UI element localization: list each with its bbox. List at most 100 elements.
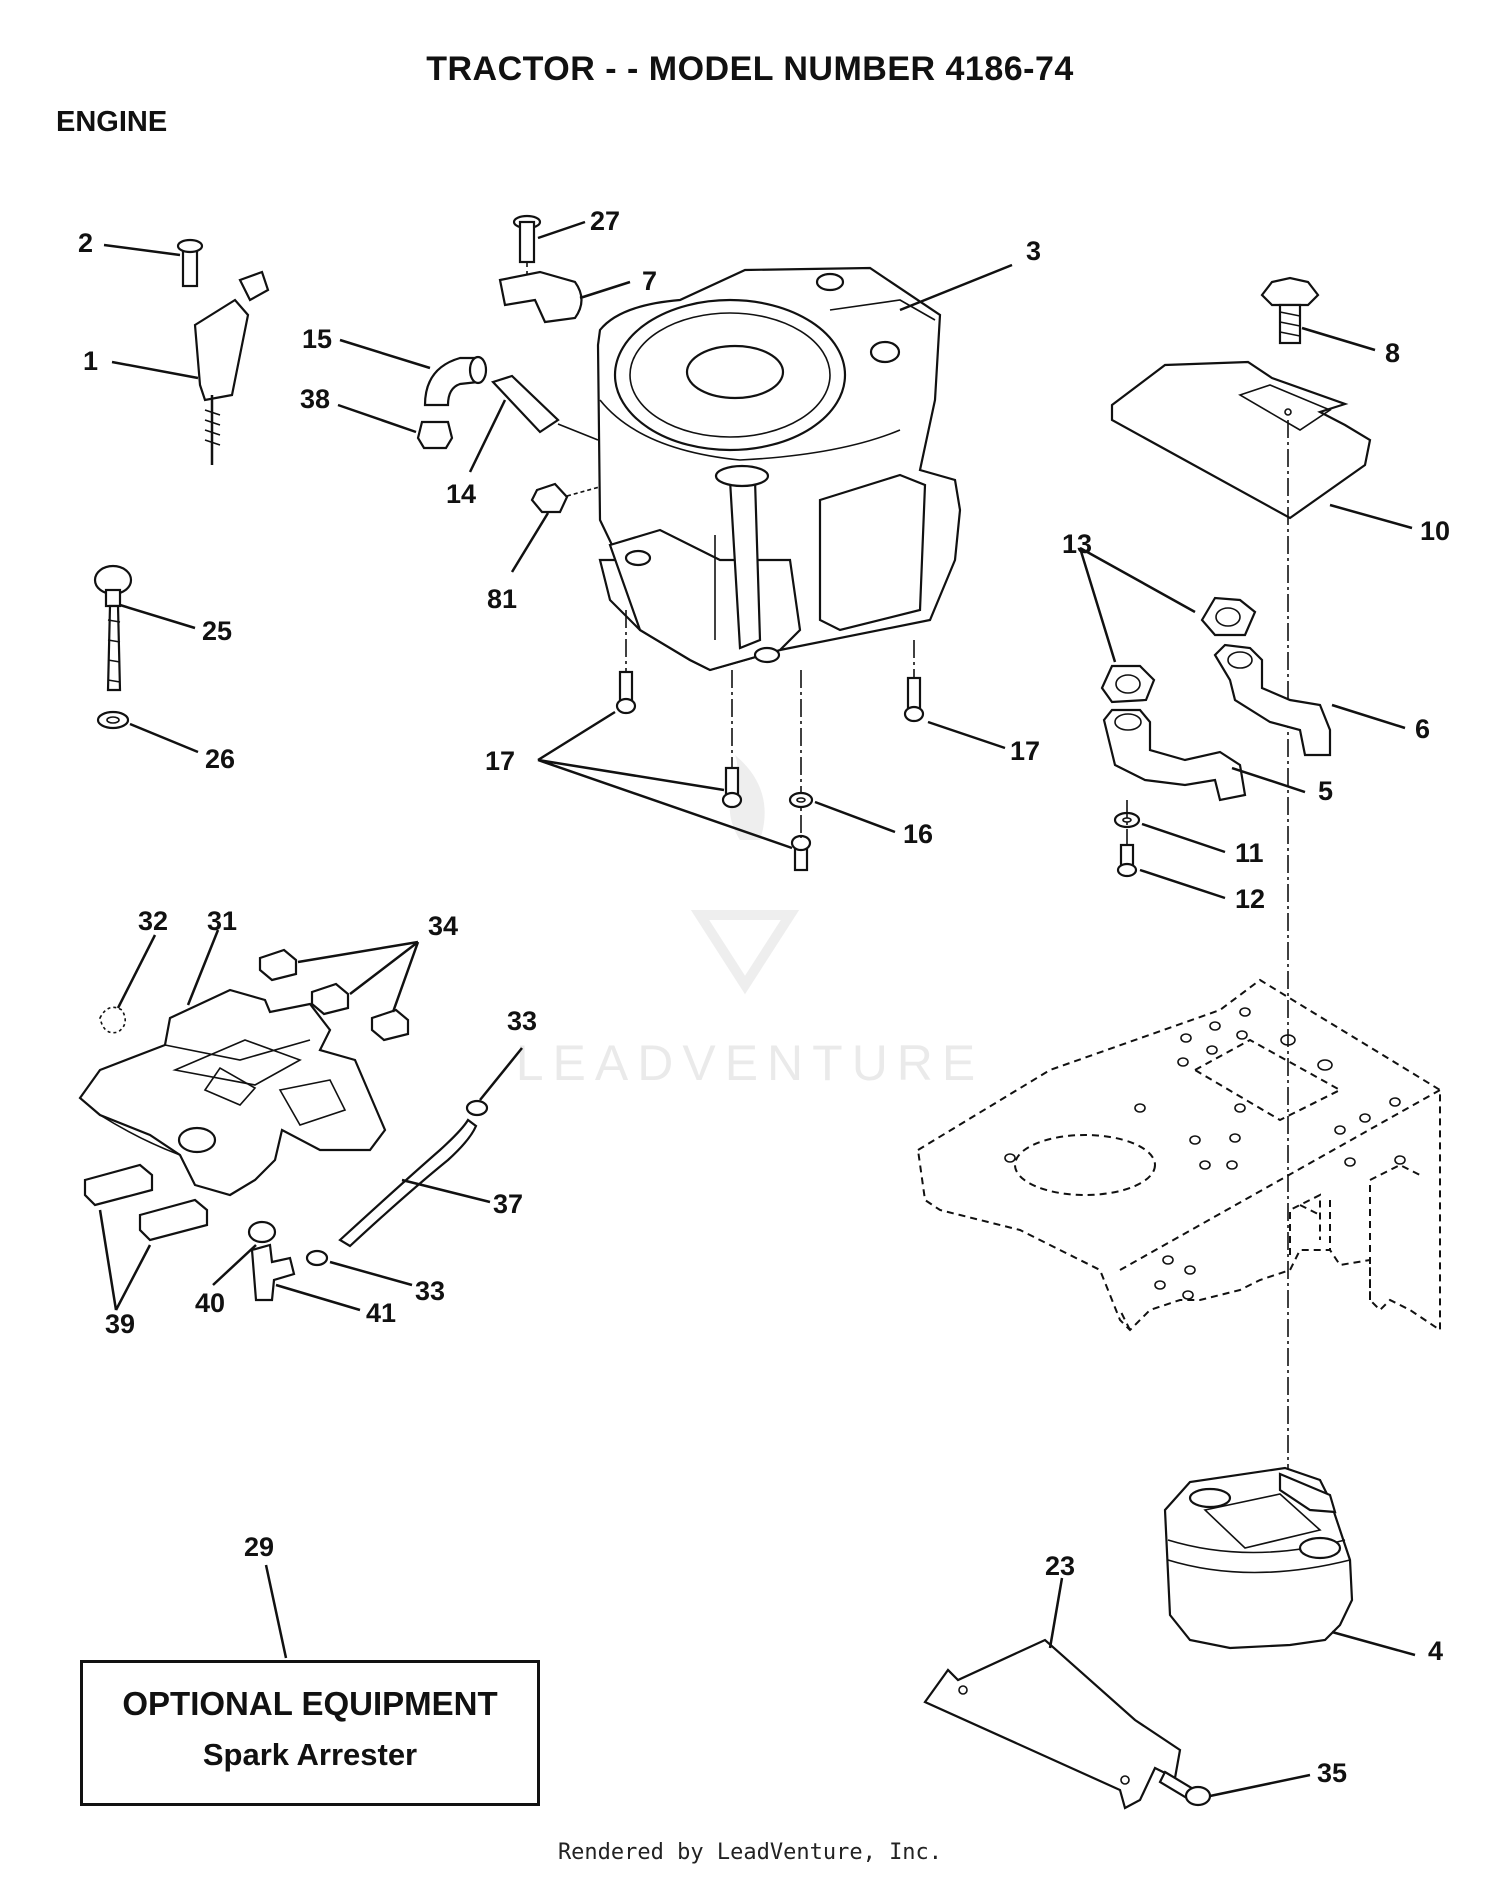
callout-3: 3 (1026, 236, 1041, 266)
callout-25: 25 (202, 616, 232, 646)
leader-29 (264, 1564, 288, 1659)
callout-40: 40 (195, 1288, 225, 1318)
chassis-holes (1004, 1007, 1406, 1300)
leader-3 (899, 263, 1013, 312)
leader-41 (275, 1283, 361, 1312)
chassis-frame (916, 978, 1441, 1332)
leader-15 (339, 338, 431, 370)
part-clamp-7[interactable] (498, 270, 583, 324)
part-bolt-17-low[interactable] (790, 834, 812, 872)
callout-13: 13 (1062, 529, 1092, 559)
optional-equipment-subtitle: Spark Arrester (202, 1737, 418, 1772)
part-plate-10[interactable] (1110, 360, 1372, 520)
part-grommet-40[interactable] (247, 1220, 277, 1244)
part-engine-3[interactable] (596, 266, 962, 672)
callout-16: 16 (903, 819, 933, 849)
callout-1: 1 (83, 346, 98, 376)
leader-35 (1209, 1773, 1311, 1798)
part-blocks-39[interactable] (83, 1163, 209, 1242)
callout-38: 38 (300, 384, 330, 414)
part-bolt-17-right[interactable] (903, 676, 925, 723)
leader-16 (814, 800, 896, 834)
part-fitting-41[interactable] (250, 1243, 296, 1302)
part-shroud-31[interactable] (78, 988, 387, 1197)
callout-32: 32 (138, 906, 168, 936)
part-bolt-17-mid[interactable] (721, 766, 743, 809)
part-gasket-13-upper[interactable] (1200, 596, 1257, 637)
callout-33a: 33 (507, 1006, 537, 1036)
part-gasket-13-lower[interactable] (1100, 664, 1156, 704)
leader-4 (1331, 1630, 1416, 1657)
callout-8: 8 (1385, 338, 1400, 368)
callout-5: 5 (1318, 776, 1333, 806)
part-pipe-14[interactable] (490, 374, 560, 434)
leader-33b (329, 1260, 413, 1287)
callout-17a: 17 (485, 746, 515, 776)
part-screw-35[interactable] (1158, 1770, 1212, 1807)
callout-23: 23 (1045, 1551, 1075, 1581)
leader-2 (103, 243, 181, 257)
leader-12 (1139, 868, 1226, 900)
leader-27 (537, 220, 586, 240)
leader-11 (1141, 822, 1226, 854)
leader-40 (212, 1244, 257, 1286)
callout-17b: 17 (1010, 736, 1040, 766)
leader-17a (537, 710, 793, 850)
part-pads-34[interactable] (258, 948, 410, 1042)
callout-10: 10 (1420, 516, 1450, 546)
part-clamp-33-upper[interactable] (465, 1099, 489, 1117)
part-pipe-5[interactable] (1102, 708, 1247, 802)
callout-35: 35 (1317, 1758, 1347, 1788)
callout-15: 15 (302, 324, 332, 354)
leader-10 (1329, 503, 1413, 530)
leader-33a (479, 1047, 523, 1101)
leader-1 (111, 360, 199, 380)
callout-81: 81 (487, 584, 517, 614)
part-knob-8[interactable] (1260, 276, 1320, 345)
leader-8 (1301, 326, 1376, 352)
callout-41: 41 (366, 1298, 396, 1328)
leader-14 (468, 399, 507, 473)
leader-32 (116, 934, 157, 1009)
part-throttle-control[interactable] (176, 238, 270, 465)
part-muffler-4[interactable] (1163, 1466, 1354, 1650)
part-ring-26[interactable] (96, 710, 130, 730)
part-bolt-12[interactable] (1116, 843, 1138, 878)
footer-credit: Rendered by LeadVenture, Inc. (557, 1840, 943, 1865)
part-clip-32[interactable] (99, 1006, 126, 1034)
section-title: ENGINE (56, 106, 168, 138)
leader-38 (337, 403, 417, 434)
callout-33b: 33 (415, 1276, 445, 1306)
leader-34 (297, 940, 420, 1013)
leader-7 (579, 280, 631, 300)
leader-25 (119, 603, 196, 630)
part-nut-38[interactable] (416, 420, 454, 450)
leader-13 (1078, 546, 1196, 663)
optional-equipment-title: OPTIONAL EQUIPMENT (122, 1685, 498, 1722)
leader-81 (510, 512, 550, 573)
callout-4: 4 (1428, 1636, 1443, 1666)
callout-labels: 1 2 3 4 5 6 7 8 10 11 12 13 14 15 16 17 … (78, 206, 1450, 1788)
leader-17b (927, 720, 1006, 750)
leader-26 (129, 722, 199, 754)
leader-6 (1331, 703, 1406, 730)
part-clamp-33-lower[interactable] (305, 1249, 329, 1267)
callout-2: 2 (78, 228, 93, 258)
optional-equipment-box: OPTIONAL EQUIPMENT Spark Arrester (80, 1660, 540, 1806)
callout-27: 27 (590, 206, 620, 236)
callout-7: 7 (642, 266, 657, 296)
callout-6: 6 (1415, 714, 1430, 744)
callout-12: 12 (1235, 884, 1265, 914)
callout-29: 29 (244, 1532, 274, 1562)
callout-14: 14 (446, 479, 476, 509)
part-elbow-15[interactable] (423, 355, 488, 407)
leader-37 (401, 1178, 491, 1204)
callout-37: 37 (493, 1189, 523, 1219)
part-heat-shield-23[interactable] (923, 1638, 1182, 1810)
part-dipstick-25[interactable] (93, 564, 133, 692)
part-pipe-6[interactable] (1213, 643, 1332, 757)
callout-31: 31 (207, 906, 237, 936)
part-washer-16[interactable] (788, 791, 814, 809)
part-bolt-17-left[interactable] (615, 670, 637, 715)
